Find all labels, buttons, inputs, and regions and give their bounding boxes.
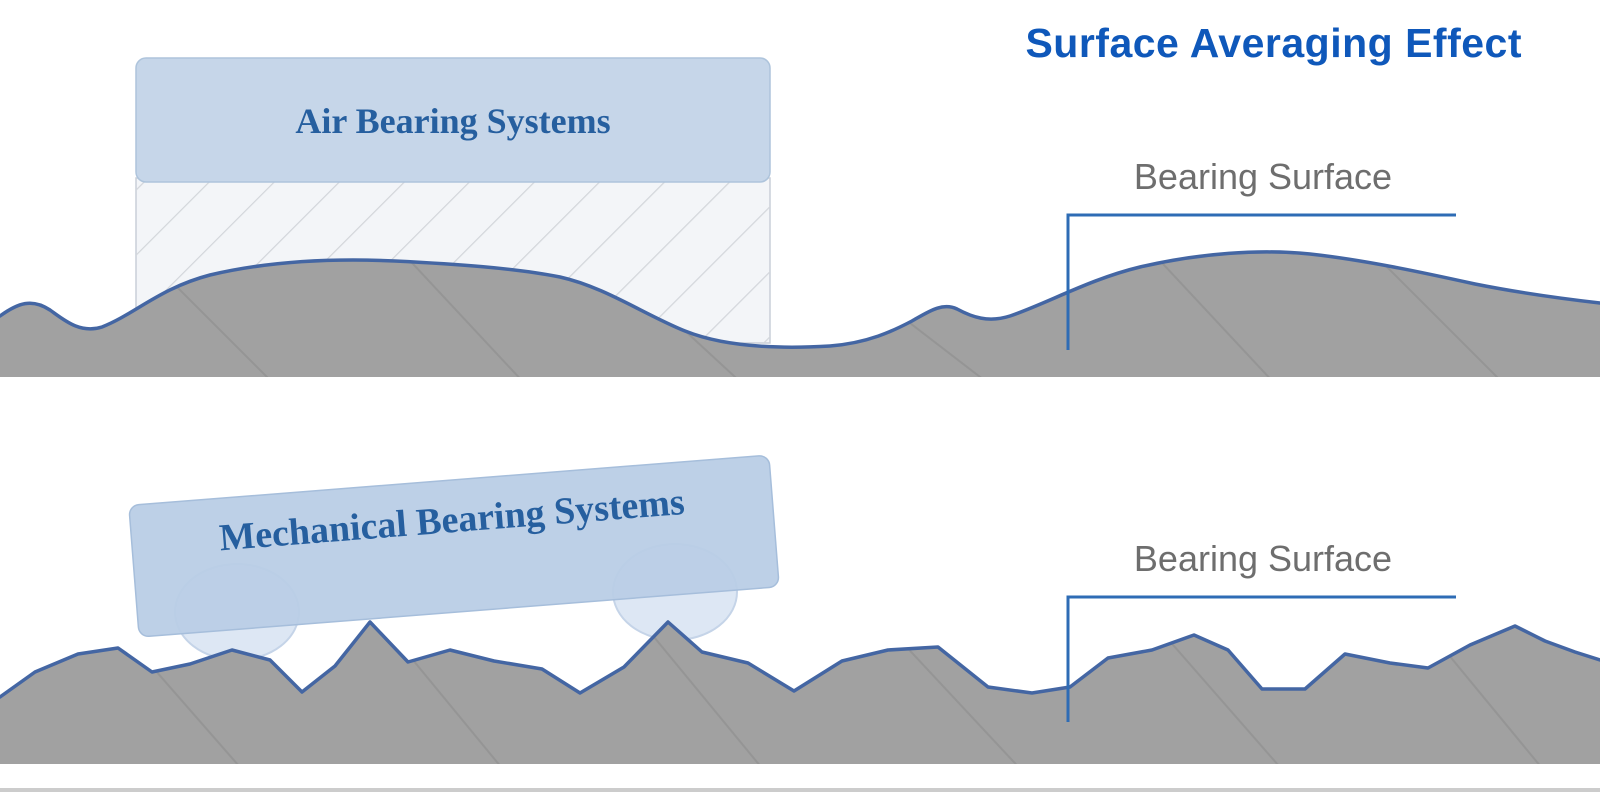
air-bearing-label: Air Bearing Systems [295, 101, 611, 141]
mechanical-bearing-block [128, 455, 780, 638]
top-surface [0, 251, 1600, 377]
bearing-surface-callout-top [1066, 213, 1456, 350]
bottom-surface-edge [0, 620, 1600, 699]
mechanical-bearing-label: Mechanical Bearing Systems [217, 480, 687, 560]
diagram-title: Surface Averaging Effect [1025, 20, 1522, 66]
bottom-surface [0, 622, 1600, 764]
air-bearing-block [135, 57, 771, 183]
bearing-surface-label-top: Bearing Surface [1133, 156, 1393, 197]
top-surface-edge [0, 250, 1600, 349]
bottom-divider-line [0, 788, 1600, 792]
bearing-surface-label-bottom: Bearing Surface [1133, 538, 1393, 579]
bearing-surface-callout-bottom [1066, 595, 1456, 722]
